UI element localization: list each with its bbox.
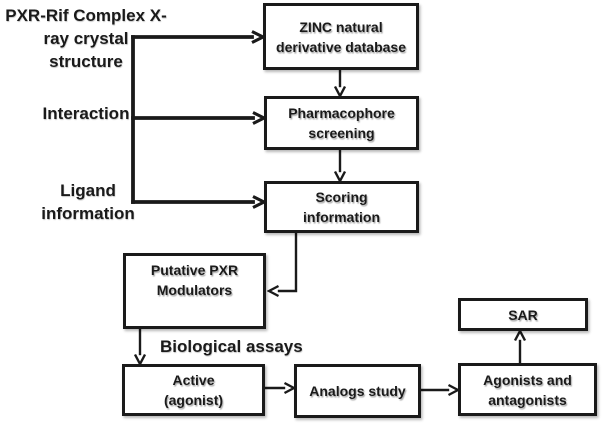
box-putative-pxr-modulators-label: Putative PXR Modulators (150, 262, 239, 298)
label-ligand-information: Ligand information (41, 181, 135, 223)
box-pharmacophore-screening: Pharmacophore screening (264, 96, 419, 150)
box-sar-label: SAR (508, 306, 538, 323)
box-putative-pxr-modulators: Putative PXR Modulators (123, 253, 266, 329)
box-pharmacophore-screening-label: Pharmacophore screening (288, 105, 395, 141)
box-analogs-study: Analogs study (294, 364, 421, 418)
box-scoring-information-label: Scoring information (303, 189, 380, 225)
box-analogs-study-label: Analogs study (309, 383, 406, 399)
box-agonists-antagonists: Agonists and antagonists (458, 363, 597, 416)
box-sar: SAR (458, 298, 588, 331)
label-interaction: Interaction (42, 104, 130, 123)
label-biological-assays: Biological assays (160, 337, 303, 356)
label-crystal-structure: PXR-Rif Complex X- ray crystal structure (5, 6, 167, 71)
box-zinc-database-label: ZINC natural derivative database (276, 18, 406, 55)
box-active-agonist: Active (agonist) (122, 364, 265, 416)
box-scoring-information: Scoring information (264, 181, 419, 233)
box-active-agonist-label: Active (agonist) (163, 372, 224, 408)
box-agonists-antagonists-label: Agonists and antagonists (483, 371, 572, 408)
arrow-scoring-to-putative (279, 232, 298, 291)
box-zinc-database: ZINC natural derivative database (263, 3, 419, 70)
